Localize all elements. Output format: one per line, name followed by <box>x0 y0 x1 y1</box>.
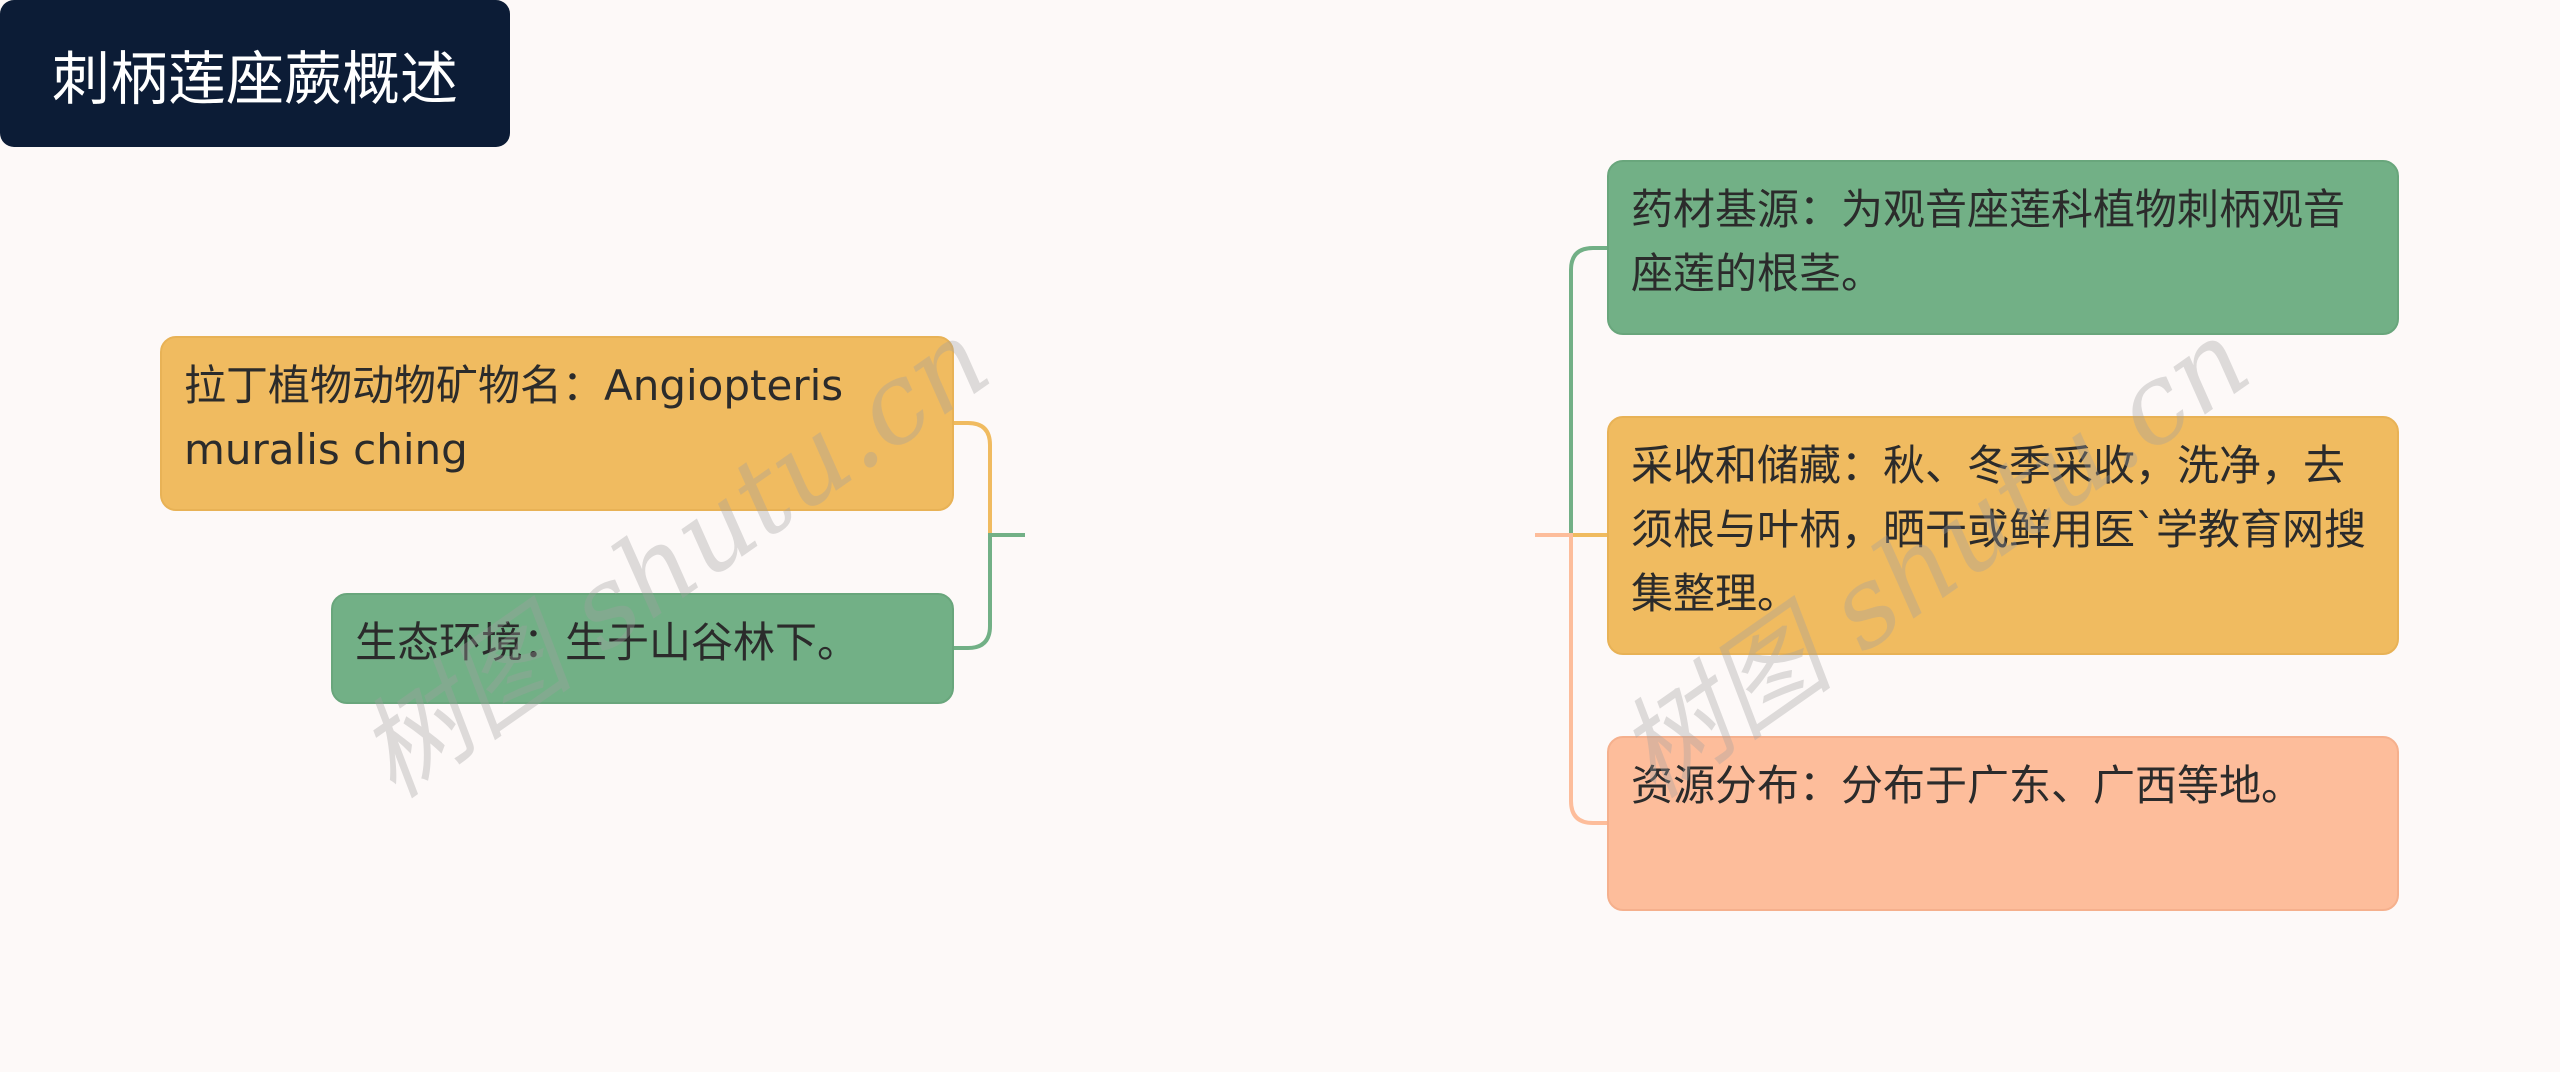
topic-text: 拉丁植物动物矿物名：Angiopteris muralis ching <box>184 361 844 474</box>
connector-right-1 <box>1535 246 1607 537</box>
topic-text: 药材基源：为观音座莲科植物刺柄观音座莲的根茎。 <box>1631 185 2346 298</box>
central-topic-label: 刺柄莲座蕨概述 <box>51 44 458 113</box>
topic-latin-name[interactable]: 拉丁植物动物矿物名：Angiopteris muralis ching <box>160 336 954 511</box>
central-topic[interactable]: 刺柄莲座蕨概述 <box>0 0 510 147</box>
topic-text: 生态环境：生于山谷林下。 <box>355 618 860 667</box>
topic-habitat[interactable]: 生态环境：生于山谷林下。 <box>331 593 954 704</box>
topic-text: 采收和储藏：秋、冬季采收，洗净，去须根与叶柄，晒干或鲜用医`学教育网搜集整理。 <box>1631 441 2367 618</box>
connector-left-1 <box>954 421 1025 537</box>
connector-right-3 <box>1535 533 1607 825</box>
topic-harvest[interactable]: 采收和储藏：秋、冬季采收，洗净，去须根与叶柄，晒干或鲜用医`学教育网搜集整理。 <box>1607 416 2399 655</box>
topic-source[interactable]: 药材基源：为观音座莲科植物刺柄观音座莲的根茎。 <box>1607 160 2399 335</box>
topic-distribution[interactable]: 资源分布：分布于广东、广西等地。 <box>1607 736 2399 911</box>
connector-left-2 <box>954 533 1025 650</box>
topic-text: 资源分布：分布于广东、广西等地。 <box>1631 761 2304 810</box>
